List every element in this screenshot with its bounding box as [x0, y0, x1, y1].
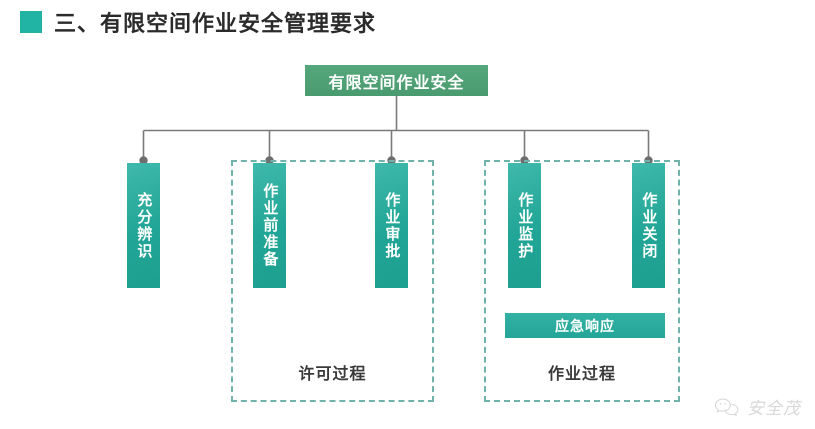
- node-root[interactable]: 有限空间作业安全: [305, 65, 488, 96]
- group-label-permit: 许可过程: [298, 366, 367, 383]
- node-work-closure[interactable]: 作业关闭: [632, 163, 665, 288]
- node-work-approval[interactable]: 作业审批: [375, 163, 408, 288]
- node-emergency-response[interactable]: 应急响应: [505, 313, 665, 338]
- watermark: 安全茂: [714, 394, 801, 419]
- group-frame-permit: [231, 160, 434, 402]
- group-label-operation: 作业过程: [547, 366, 616, 383]
- node-work-supervision[interactable]: 作业监护: [508, 163, 541, 288]
- page-title-row: 三、有限空间作业安全管理要求: [20, 6, 376, 38]
- page-title: 三、有限空间作业安全管理要求: [54, 11, 377, 36]
- wechat-bubble-icon: [714, 398, 739, 417]
- node-identification[interactable]: 充分辨识: [127, 163, 160, 288]
- group-frame-operation: [484, 160, 680, 402]
- watermark-text: 安全茂: [747, 399, 801, 418]
- node-pre-work-preparation[interactable]: 作业前准备: [253, 163, 286, 288]
- square-bullet-icon: [20, 11, 42, 33]
